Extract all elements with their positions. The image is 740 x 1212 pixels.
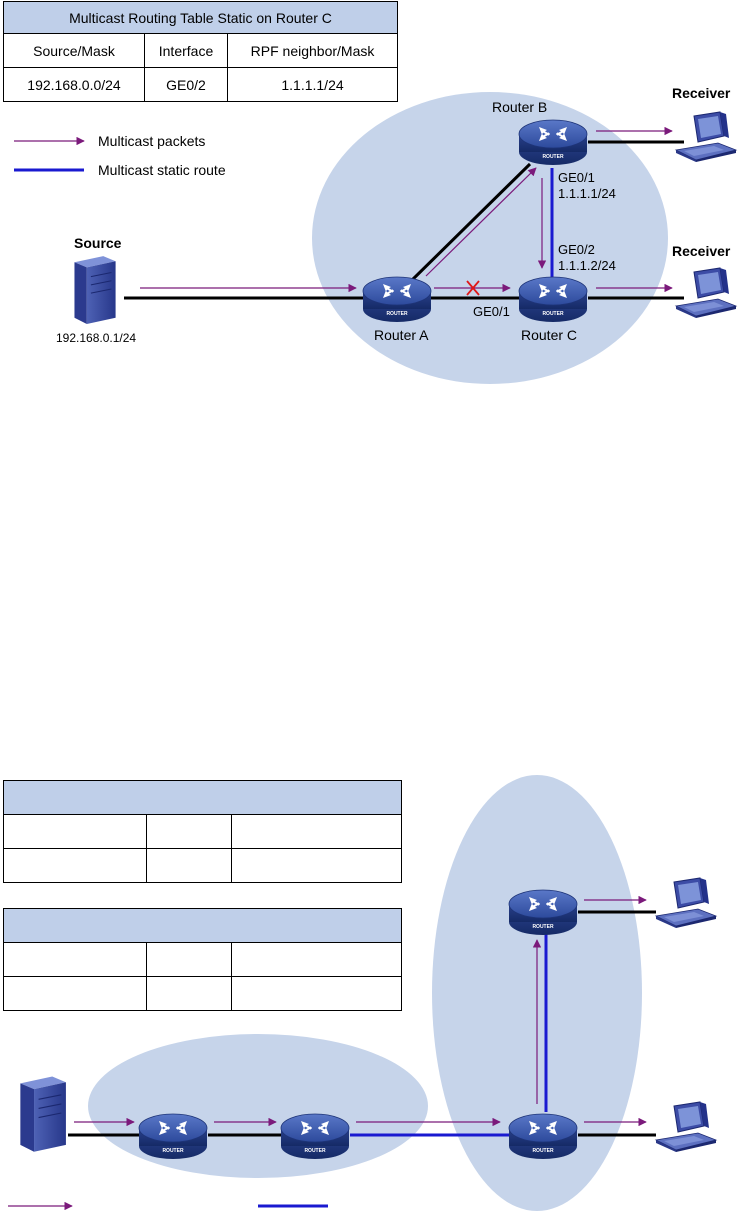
cell-interface: GE0/2 [144,67,228,102]
table-2-cell [230,942,403,977]
router-b-icon [518,119,588,166]
router-c-icon [518,276,588,323]
router-b-label: Router B [492,99,547,115]
receiver-2-pc-icon [675,267,737,318]
link-router-a-router-b [406,162,532,286]
table-1-cell [3,848,147,883]
cell-rpf-neighbor: 1.1.1.1/24 [227,67,398,102]
bottom-router-2-icon [280,1113,350,1160]
table-1-title-cell [2,780,403,815]
source-ip-label: 192.168.0.1/24 [56,331,136,345]
receiver-1-pc-icon [675,111,737,162]
router-b-interface-label: GE0/1 [558,170,595,185]
table-2-cell [146,942,232,977]
table-1-cell [146,814,232,849]
col-header-source-mask: Source/Mask [3,33,145,68]
table-1-cell [230,814,403,849]
routing-table-bottom-1 [2,780,403,883]
table-2-cell [3,976,147,1011]
router-c-interface-ip: 1.1.1.2/24 [558,258,616,273]
bottom-source-server-icon [19,1075,67,1153]
routing-table-top: Multicast Routing Table Static on Router… [3,1,398,102]
legend-multicast-label: Multicast packets [98,133,205,149]
col-header-interface: Interface [144,33,228,68]
bottom-router-4-icon [508,889,578,936]
routing-table-bottom-2 [2,908,403,1011]
bottom-receiver-1-pc-icon [655,877,717,928]
receiver-2-label: Receiver [672,243,731,259]
table-1-cell [230,848,403,883]
table-2-title-cell [2,908,403,943]
source-server-icon [73,255,117,325]
router-b-interface-ip: 1.1.1.1/24 [558,186,616,201]
router-c-interface1-label: GE0/1 [473,304,510,319]
pim-domain-zone [312,92,668,384]
legend-static-route-label: Multicast static route [98,162,226,178]
bottom-router-1-icon [138,1113,208,1160]
table-1-cell [146,848,232,883]
router-a-icon [362,276,432,323]
table-2-cell [3,942,147,977]
multicast-arrow-a-b [425,167,537,277]
zone-left [88,1034,428,1178]
table-2-cell [230,976,403,1011]
router-a-label: Router A [374,327,429,343]
table-2-cell [146,976,232,1011]
routing-table-title: Multicast Routing Table Static on Router… [3,1,398,34]
bottom-receiver-2-pc-icon [655,1101,717,1152]
bottom-router-3-icon [508,1113,578,1160]
table-1-cell [3,814,147,849]
router-c-interface2-label: GE0/2 [558,242,595,257]
cell-source-mask: 192.168.0.0/24 [3,67,145,102]
receiver-1-label: Receiver [672,85,731,101]
blocked-path-x-icon [466,280,480,296]
col-header-rpf-neighbor: RPF neighbor/Mask [227,33,398,68]
router-c-label: Router C [521,327,577,343]
source-label: Source [74,235,122,251]
